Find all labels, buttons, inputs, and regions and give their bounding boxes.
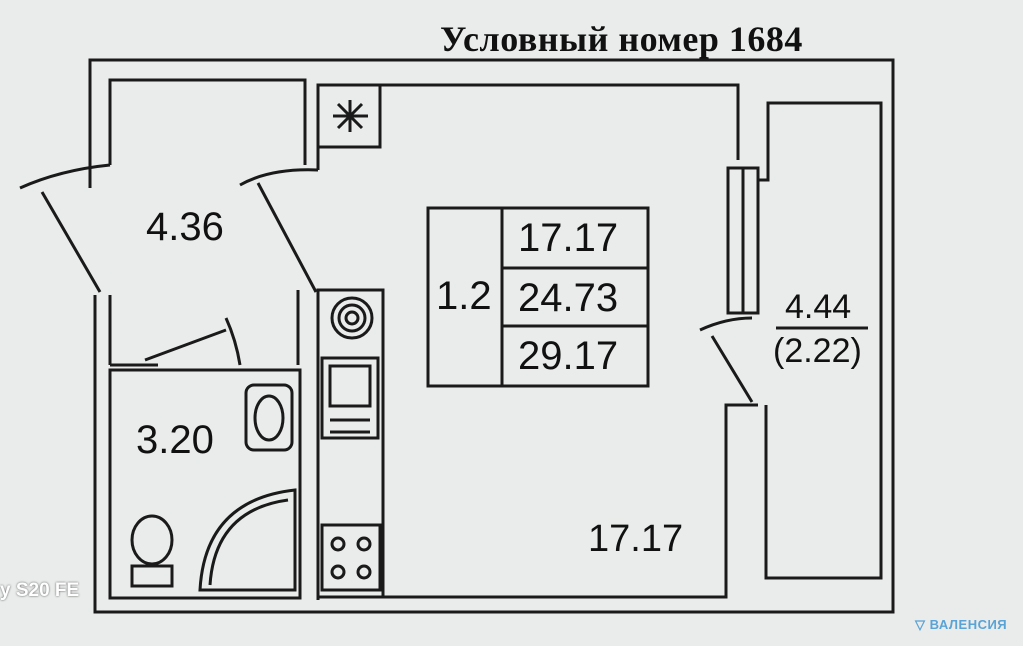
kitchen-counter [316,288,385,599]
area-table [426,206,650,388]
bathroom-area: 3.20 [136,418,214,462]
outer-wall [88,58,895,614]
balcony [758,101,883,580]
door-arc [224,317,242,366]
door-arc [239,168,319,187]
bathroom-walls [108,368,302,600]
sink [244,383,294,452]
total-with-balcony-area: 29.17 [518,334,619,378]
shower [198,488,297,592]
camera-watermark: y S20 FE [0,580,80,601]
door-leaf [710,335,754,403]
balcony-reduced-area: (2.22) [773,332,862,370]
brand-logo-icon: ▽ [915,617,930,632]
brand-name: ВАЛЕНСИЯ [929,617,1008,632]
kitchen-sink [320,356,380,440]
total-area: 24.73 [518,276,619,320]
door-arc [699,316,753,332]
door-arc [19,163,111,190]
rooms-count: 1.2 [436,274,492,318]
balcony-area: 4.44 [785,288,852,326]
ventilation [316,83,382,149]
main-room-area: 17.17 [588,518,684,560]
hob-round [330,296,374,340]
inner-wall [108,78,307,165]
brand-watermark: ▽ ВАЛЕНСИЯ [915,617,1007,633]
door-leaf [40,191,102,293]
living-area: 17.17 [518,216,619,260]
door-leaf [144,328,227,362]
toilet [130,514,174,566]
hall-area: 4.36 [146,205,224,249]
plan-title: Условный номер 1684 [440,19,803,59]
door-leaf [256,182,318,293]
stove [320,523,382,592]
